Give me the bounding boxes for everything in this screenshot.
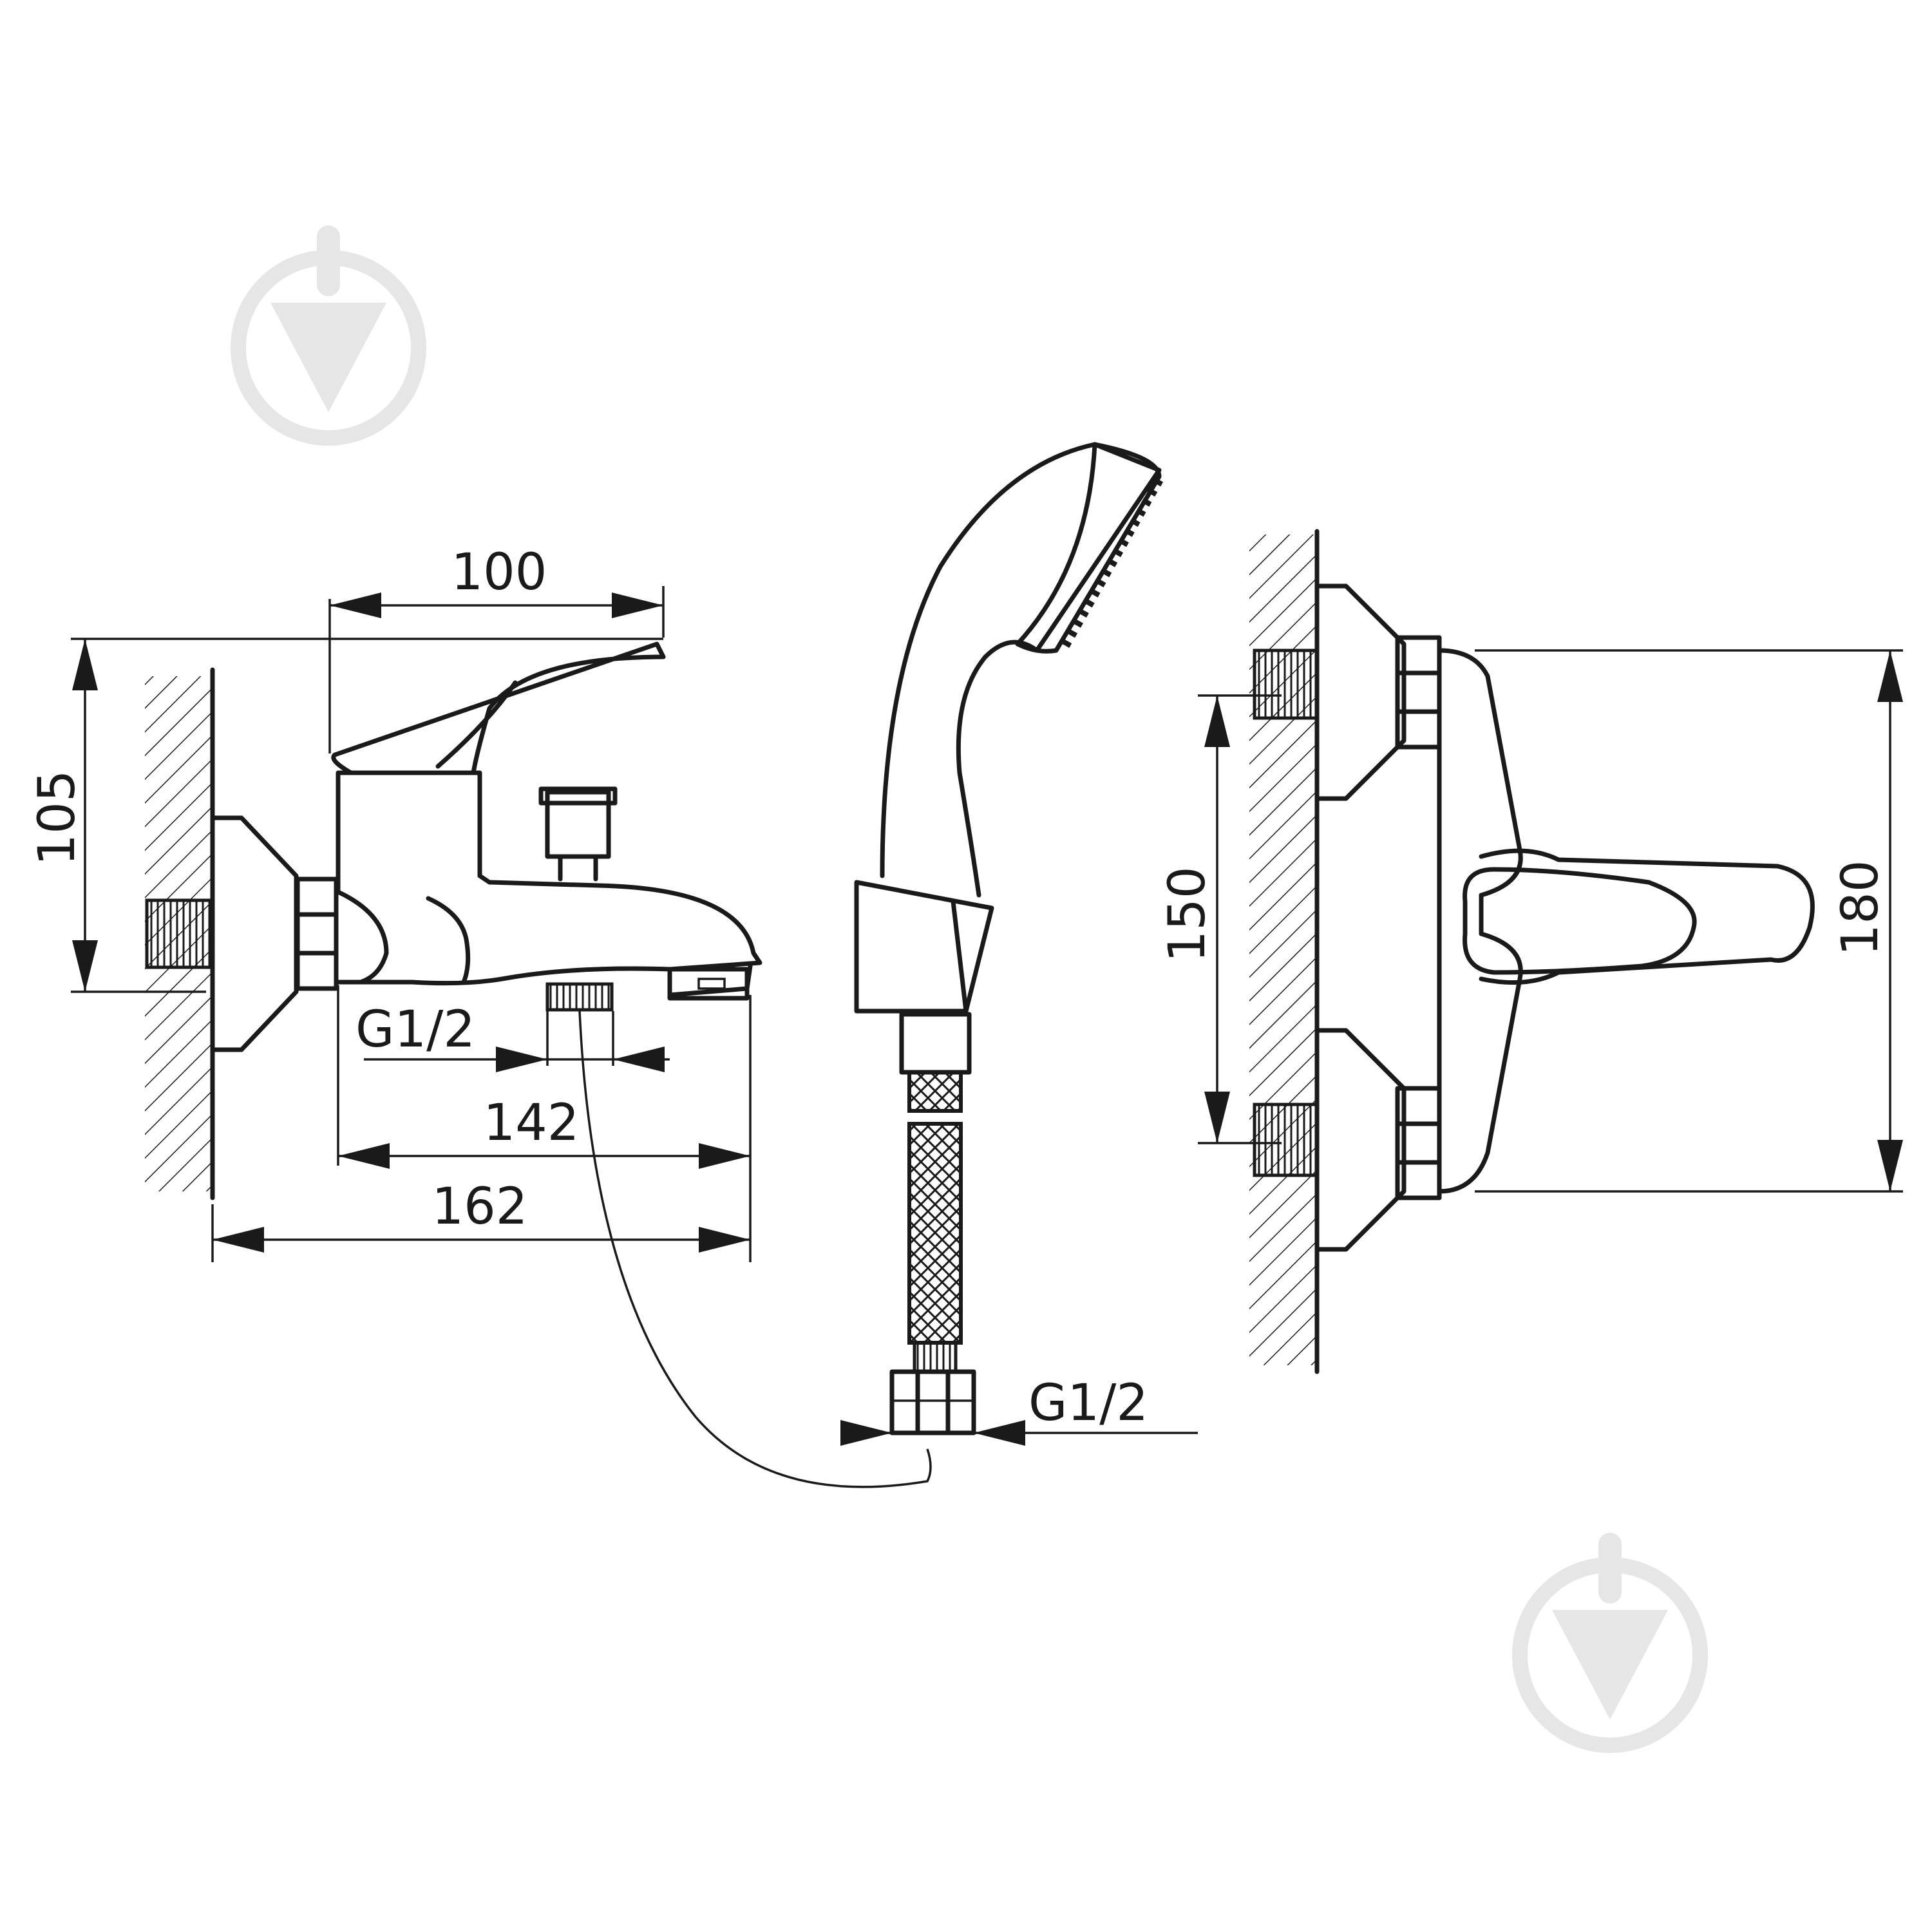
dim-overall-depth: 162 bbox=[432, 1178, 528, 1236]
dim-faucet-height: 105 bbox=[28, 770, 86, 866]
hand-shower: G1/2 bbox=[840, 442, 1198, 1446]
faucet-front-view: 150 180 bbox=[1159, 529, 1903, 1374]
dim-overall-height: 180 bbox=[1832, 860, 1889, 956]
dim-connection-spacing: 150 bbox=[1159, 867, 1217, 963]
dim-lever-length: 100 bbox=[451, 544, 547, 601]
watermark-logo-icon bbox=[1512, 1533, 1708, 1753]
dim-hose-thread-faucet: G1/2 bbox=[355, 1001, 475, 1059]
dim-hose-thread-end: G1/2 bbox=[1028, 1374, 1148, 1432]
dim-spout-reach: 142 bbox=[484, 1094, 580, 1152]
faucet-side-view: 100 105 G1/2 142 162 bbox=[28, 544, 932, 1488]
watermark-logo-icon bbox=[231, 225, 426, 446]
